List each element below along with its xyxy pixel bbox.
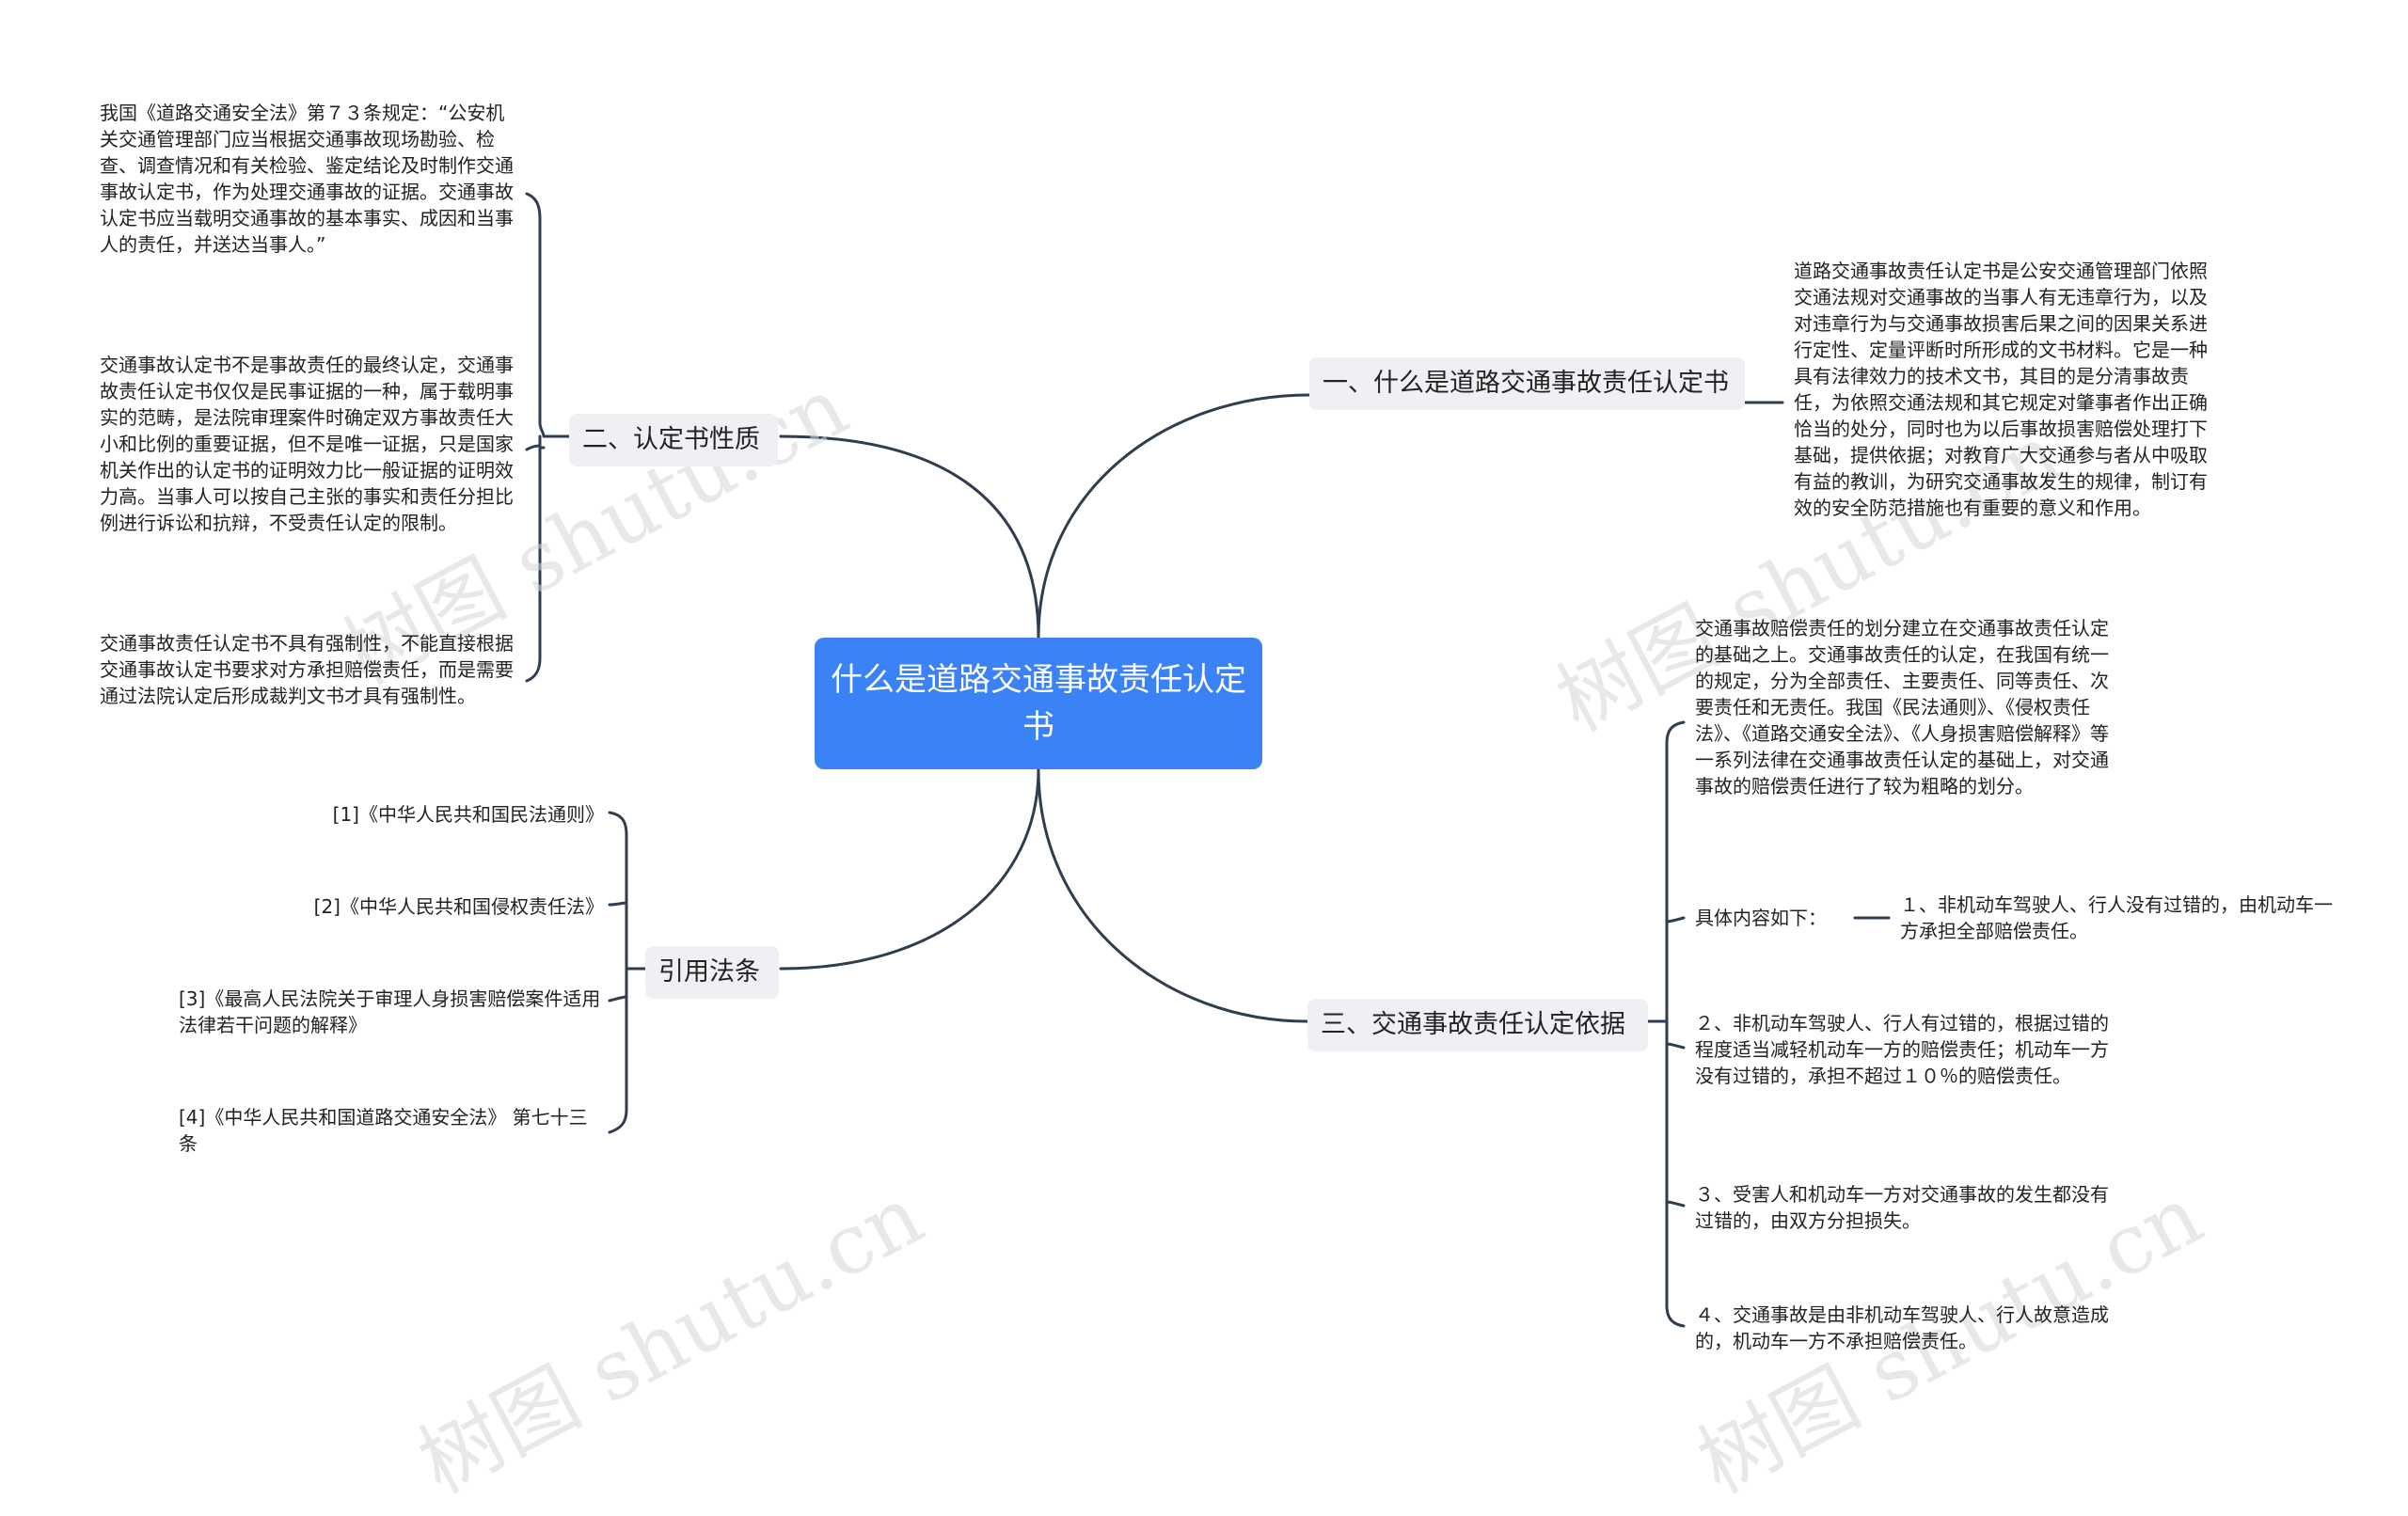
basis-item-3: ２、非机动车驾驶人、行人有过错的，根据过错的程度适当减轻机动车一方的赔偿责任；机… [1695,1012,2109,1087]
branch-label: 一、什么是道路交通事故责任认定书 [1323,369,1729,398]
branch-label: 三、交通事故责任认定依据 [1321,1010,1625,1039]
connector-lines [525,192,1891,1328]
definition-text: 道路交通事故责任认定书是公安交通管理部门依照交通法规对交通事故的当事人有无违章行… [1794,260,2208,519]
basis-item-1: 交通事故赔偿责任的划分建立在交通事故责任认定的基础之上。交通事故责任的认定，在我… [1695,617,2109,797]
law-item-4: [4]《中华人民共和国道路交通安全法》 第七十三条 [179,1106,588,1155]
law-item-1: [1]《中华人民共和国民法通则》 [332,803,604,826]
nature-item-1: 我国《道路交通安全法》第７３条规定：“公安机关交通管理部门应当根据交通事故现场勘… [100,102,514,256]
basis-item-5: ４、交通事故是由非机动车驾驶人、行人故意造成的，机动车一方不承担赔偿责任。 [1695,1303,2109,1352]
law-item-3: [3]《最高人民法院关于审理人身损害赔偿案件适用法律若干问题的解释》 [179,987,601,1036]
branch-definition[interactable]: 一、什么是道路交通事故责任认定书 [1309,357,1745,410]
root-topic[interactable]: 什么是道路交通事故责任认定书 [815,638,1262,769]
link-root-definition [1037,393,1311,640]
bracket-laws [608,811,647,1134]
branch-laws[interactable]: 引用法条 [645,946,779,999]
link-root-basis [1037,767,1309,1023]
basis-item-2: 具体内容如下： [1695,907,1827,929]
link-nature-mid [525,444,542,451]
link-root-nature [779,434,1040,640]
branch-label: 二、认定书性质 [582,425,760,454]
branch-basis[interactable]: 三、交通事故责任认定依据 [1307,999,1648,1051]
mindmap-canvas: 树图 shutu.cn 树图 shutu.cn 树图 shutu.cn 树图 s… [100,102,2333,1512]
bracket-nature [525,192,571,683]
branch-nature[interactable]: 二、认定书性质 [569,414,778,466]
law-item-2: [2]《中华人民共和国侵权责任法》 [313,895,604,918]
nature-item-3: 交通事故责任认定书不具有强制性，不能直接根据交通事故认定书要求对方承担赔偿责任，… [100,632,514,707]
root-title: 什么是道路交通事故责任认定书 [831,661,1246,746]
link-root-laws [779,767,1040,971]
nature-item-2: 交通事故认定书不是事故责任的最终认定，交通事故责任认定书仅仅是民事证据的一种，属… [100,354,514,534]
basis-item-4: ３、受害人和机动车一方对交通事故的发生都没有过错的，由双方分担损失。 [1695,1183,2109,1232]
basis-sub-item: １、非机动车驾驶人、行人没有过错的，由机动车一方承担全部赔偿责任。 [1900,893,2333,942]
branch-label: 引用法条 [658,957,760,987]
